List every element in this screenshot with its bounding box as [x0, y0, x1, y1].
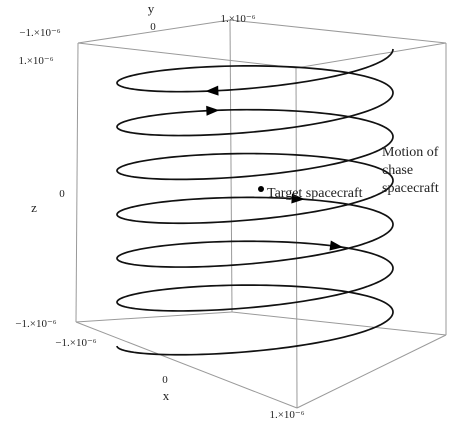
motion-label-line: chase: [382, 163, 413, 178]
z-axis-label: z: [31, 200, 37, 215]
x-tick-label: 0: [162, 374, 168, 386]
box-edge: [295, 67, 298, 409]
target-point: [258, 186, 264, 192]
z-tick-label: −1.×10⁻⁶: [15, 318, 56, 330]
box-edge: [75, 321, 298, 409]
box-edge: [75, 311, 233, 323]
z-tick-label: 1.×10⁻⁶: [18, 55, 53, 67]
direction-arrow: [329, 240, 344, 251]
z-tick-label: 0: [59, 188, 65, 200]
box-edge: [229, 19, 447, 44]
box-edge: [231, 311, 447, 336]
motion-label-line: Motion of: [382, 145, 439, 160]
y-axis-label: y: [148, 1, 155, 16]
box-edge: [77, 42, 297, 69]
box-edge: [229, 19, 233, 313]
helix-trajectory-line: [116, 48, 394, 356]
target-label: Target spacecraft: [267, 186, 363, 201]
box-edge: [296, 334, 447, 409]
box-edge: [295, 42, 447, 69]
direction-arrow: [206, 105, 220, 116]
trajectory-arrows: [205, 85, 344, 251]
plot-box: [75, 19, 447, 409]
box-edge: [77, 19, 231, 44]
direction-arrow: [291, 193, 305, 204]
y-tick-label: 1.×10⁻⁶: [220, 13, 255, 25]
direction-arrow: [205, 85, 219, 96]
x-tick-label: 1.×10⁻⁶: [269, 409, 304, 421]
x-axis-label: x: [163, 388, 170, 403]
y-tick-label: −1.×10⁻⁶: [19, 27, 60, 39]
x-tick-label: −1.×10⁻⁶: [55, 337, 96, 349]
box-edge: [75, 42, 79, 323]
motion-label-line: spacecraft: [382, 181, 439, 196]
y-tick-label: 0: [150, 21, 156, 33]
chase-trajectory: [116, 48, 394, 356]
